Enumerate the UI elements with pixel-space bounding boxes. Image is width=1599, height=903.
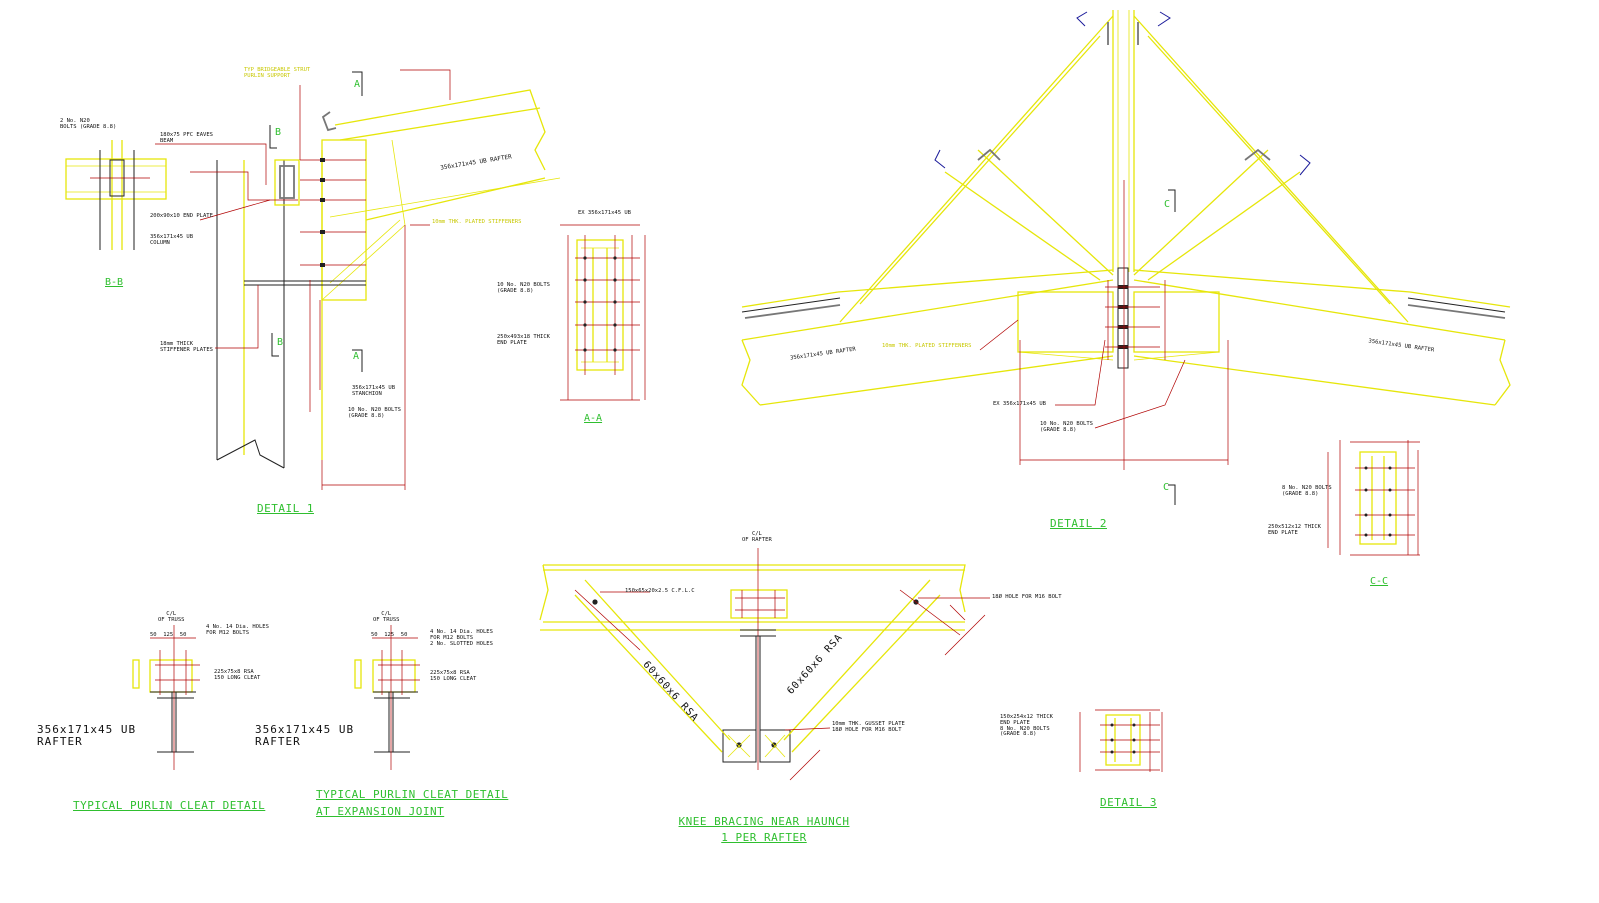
stanchion-bolts-note: 10 No. N20 BOLTS (GRADE 8.8) — [348, 407, 401, 419]
bb-column-note: 356x171x45 UB COLUMN — [150, 234, 194, 246]
aa-end-plate-note: 250x493x18 THICK END PLATE — [497, 334, 550, 346]
rsa-2-note: 225x75x8 RSA 150 LONG CLEAT — [430, 670, 477, 682]
purlin-cleat-2-drawing — [354, 625, 420, 770]
cl-rafter-note: C/L OF RAFTER — [742, 531, 772, 543]
end-plate-200-note: 200x90x10 END PLATE — [150, 213, 213, 219]
marker-c-top: C — [1164, 199, 1171, 210]
rafter-big-2-label: 356x171x45 UB RAFTER — [255, 723, 355, 748]
stanchion-note: 356x171x45 UB STANCHION — [352, 385, 396, 397]
pfc-eaves-note: 180x75 PFC EAVES BEAM — [160, 132, 213, 144]
marker-b-top: B — [275, 127, 282, 138]
purlin-cleat-title: TYPICAL PURLIN CLEAT DETAIL — [73, 799, 266, 812]
cleat-holes-1-note: 4 No. 14 Dia. HOLES FOR M12 BOLTS — [206, 624, 269, 636]
d2-stiffeners-note: 10mm THK. PLATED STIFFENERS — [882, 343, 972, 349]
section-cc-drawing — [1327, 440, 1420, 556]
section-bb-title: B-B — [105, 277, 124, 288]
knee-bracing-drawing — [539, 548, 990, 781]
cl-truss-2-note: C/L OF TRUSS — [373, 611, 400, 623]
cc-bolts-note: 8 No. N20 BOLTS (GRADE 8.8) — [1282, 485, 1332, 497]
section-aa-drawing — [560, 224, 646, 401]
section-cc-title: C-C — [1370, 576, 1389, 587]
marker-a-bottom: A — [353, 351, 360, 362]
cc-end-plate-note: 250x512x12 THICK END PLATE — [1268, 524, 1321, 536]
section-aa-title: A-A — [584, 413, 603, 424]
d3-end-plate-note: 150x254x12 THICK END PLATE 8 No. N20 BOL… — [1000, 714, 1053, 738]
marker-c-bottom: C — [1163, 482, 1170, 493]
detail-1-title: DETAIL 1 — [257, 502, 314, 515]
d2-bolts-note: 10 No. N20 BOLTS (GRADE 8.8) — [1040, 421, 1093, 433]
detail-3-drawing — [1079, 709, 1163, 772]
knee-bracing-title-2: 1 PER RAFTER — [721, 831, 807, 844]
knee-bracing-title-1: KNEE BRACING NEAR HAUNCH — [678, 815, 850, 828]
purlin-cleat-exp-title-1: TYPICAL PURLIN CLEAT DETAIL — [316, 788, 509, 801]
detail-2-title: DETAIL 2 — [1050, 517, 1107, 530]
aa-bolts-note: 10 No. N20 BOLTS (GRADE 8.8) — [497, 282, 550, 294]
marker-b-bottom: B — [277, 337, 284, 348]
detail-2-drawing — [741, 10, 1511, 505]
d2-ex-ub-note: EX 356x171x45 UB — [993, 401, 1046, 407]
cflc-note: 150x65x20x2.5 C.F.L.C — [625, 588, 695, 594]
purlin-cleat-exp-title-2: AT EXPANSION JOINT — [316, 805, 445, 818]
stiffener-plate-note: 10mm THK. PLATED STIFFENERS — [432, 219, 522, 225]
detail-3-title: DETAIL 3 — [1100, 796, 1157, 809]
cl-truss-1-note: C/L OF TRUSS — [158, 611, 185, 623]
dims-2: 50 125 50 — [371, 632, 408, 638]
ex-ub-note: EX 356x171x45 UB — [578, 210, 631, 216]
purlin-cleat-1-drawing — [132, 625, 200, 770]
stiffener-18-note: 18mm THICK STIFFENER PLATES — [160, 341, 213, 353]
gusset-note: 10mm THK. GUSSET PLATE 18Ø HOLE FOR M16 … — [832, 721, 905, 733]
hole-m16-note: 18Ø HOLE FOR M16 BOLT — [992, 594, 1062, 600]
dims-1: 50 125 50 — [150, 632, 187, 638]
bb-bolts-note: 2 No. N20 BOLTS (GRADE 8.8) — [60, 118, 117, 130]
detail-1-drawing — [155, 69, 561, 490]
rafter-big-1-label: 356x171x45 UB RAFTER — [37, 723, 137, 748]
section-bb-drawing — [65, 140, 167, 250]
purlin-support-note: TYP BRIDGEABLE STRUT PURLIN SUPPORT — [244, 67, 311, 79]
cleat-holes-2-note: 4 No. 14 Dia. HOLES FOR M12 BOLTS 2 No. … — [430, 629, 493, 647]
rsa-1-note: 225x75x8 RSA 150 LONG CLEAT — [214, 669, 261, 681]
marker-a-top: A — [354, 79, 361, 90]
